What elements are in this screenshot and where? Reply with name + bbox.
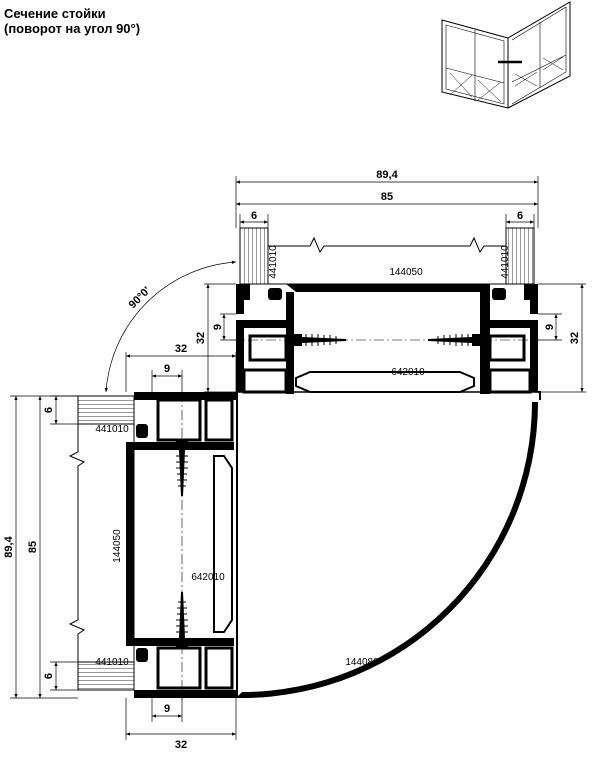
screw-top-left: [292, 334, 346, 346]
dim-top-right-6: 6: [517, 210, 523, 222]
dim-mid-9: 9: [164, 363, 170, 375]
dim-right-9: 9: [544, 324, 556, 330]
dim-left-top-6: 6: [43, 407, 55, 413]
dimensions: [10, 176, 586, 740]
dim-angle: 90°0': [127, 284, 154, 311]
part-insert-left: 642010: [191, 572, 225, 583]
part-profile-left: 144050: [112, 529, 123, 563]
part-insert-top: 642010: [391, 367, 425, 378]
dim-top-inner: 85: [381, 191, 393, 203]
dim-top-left-6: 6: [251, 210, 257, 222]
dim-mid-32: 32: [175, 343, 187, 355]
part-glazing-bead-left-bottom: 441010: [95, 657, 129, 668]
dim-left-inner: 85: [27, 541, 39, 553]
top-unit: [230, 227, 540, 394]
part-glazing-bead-top-right: 441010: [500, 245, 511, 279]
left-unit: [68, 392, 236, 700]
dim-top-total: 89,4: [376, 169, 398, 181]
title-line-2: (поворот на угол 90°): [4, 21, 141, 36]
dim-bottom-9: 9: [164, 703, 170, 715]
dim-bottom-32: 32: [175, 739, 187, 751]
dim-left-total: 89,4: [3, 535, 15, 557]
part-glazing-bead-top-left: 441010: [268, 245, 279, 279]
title-line-1: Сечение стойки: [4, 6, 106, 21]
dim-left-32: 32: [195, 332, 207, 344]
part-glazing-bead-left-top: 441010: [95, 424, 129, 435]
part-corner-profile: 144080: [345, 657, 379, 668]
dim-left-bottom-6: 6: [43, 673, 55, 679]
dim-left-9: 9: [212, 324, 224, 330]
dim-right-32: 32: [569, 332, 581, 344]
part-profile-top: 144050: [389, 267, 423, 278]
drawing-title: Сечение стойки (поворот на угол 90°): [4, 6, 140, 36]
corner-window-thumbnail: [441, 1, 571, 109]
corner-profile: [236, 391, 541, 698]
